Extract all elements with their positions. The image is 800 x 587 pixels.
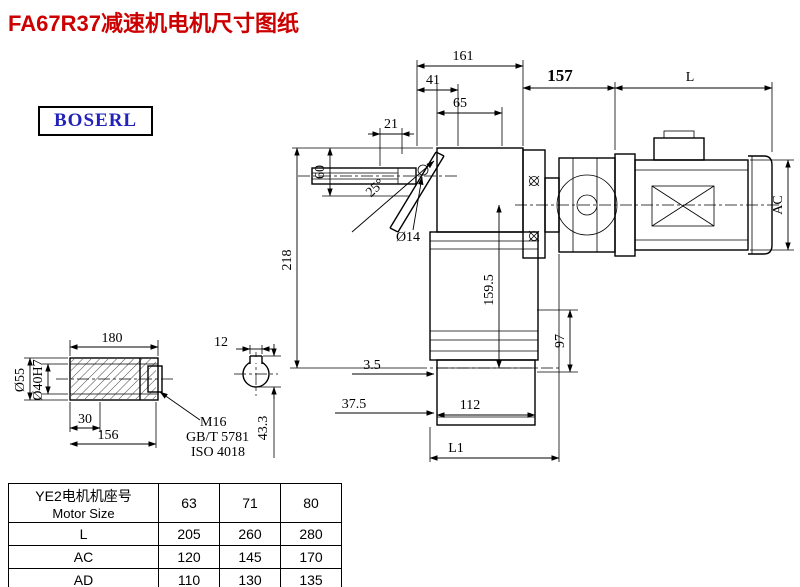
dim-41-label: 41 bbox=[426, 73, 440, 88]
dim-159-5-label: 159.5 bbox=[482, 274, 497, 306]
gearbox-housing bbox=[389, 147, 546, 426]
value-L-63: 205 bbox=[158, 522, 220, 546]
note-std2-label: ISO 4018 bbox=[191, 445, 245, 460]
dim-L1-label: L1 bbox=[448, 441, 464, 456]
dim-12-label: 12 bbox=[214, 335, 228, 350]
table-header-en: Motor Size bbox=[52, 505, 115, 521]
size-80: 80 bbox=[280, 483, 342, 523]
motor-nameplate bbox=[651, 185, 715, 227]
value-AC-63: 120 bbox=[158, 545, 220, 569]
dim-dia14-label: Ø14 bbox=[396, 230, 420, 245]
dim-97-label: 97 bbox=[553, 334, 568, 348]
value-AC-80: 170 bbox=[280, 545, 342, 569]
note-std1-label: GB/T 5781 bbox=[186, 430, 249, 445]
output-housing bbox=[436, 359, 536, 426]
value-AD-80: 135 bbox=[280, 568, 342, 587]
size-71: 71 bbox=[219, 483, 281, 523]
row-label-AC: AC bbox=[8, 545, 159, 569]
flange-bolt-symbol bbox=[528, 175, 540, 242]
row-label-AD: AD bbox=[8, 568, 159, 587]
value-AD-71: 130 bbox=[219, 568, 281, 587]
dimension-lines: 161 41 65 21 157 L 60 218 Ø14 25° AC bbox=[280, 49, 791, 461]
table-header-cell: YE2电机机座号 Motor Size bbox=[8, 483, 159, 523]
table-row-AC: AC 120 145 170 bbox=[8, 545, 342, 569]
shaft-section bbox=[69, 357, 159, 401]
value-L-71: 260 bbox=[219, 522, 281, 546]
dim-30-label: 30 bbox=[78, 412, 92, 427]
dim-dia55-label: Ø55 bbox=[13, 368, 28, 392]
dim-65-label: 65 bbox=[453, 96, 467, 111]
dim-angle-label: 25° bbox=[363, 176, 388, 200]
note-thread-label: M16 bbox=[200, 415, 226, 430]
table-row-AD: AD 110 130 135 bbox=[8, 568, 342, 587]
motor-flange-circle bbox=[556, 174, 618, 236]
brand-logo: BOSERL bbox=[38, 106, 154, 136]
dim-37-5-label: 37.5 bbox=[342, 397, 367, 412]
terminal-box bbox=[653, 137, 705, 161]
table-header-cn: YE2电机机座号 bbox=[35, 487, 132, 504]
dim-60-label: 60 bbox=[313, 165, 328, 179]
dim-112-label: 112 bbox=[460, 398, 480, 413]
motor-mount-flange bbox=[522, 149, 546, 259]
value-L-80: 280 bbox=[280, 522, 342, 546]
end-bolt bbox=[147, 365, 163, 393]
value-AD-63: 110 bbox=[158, 568, 220, 587]
flange-bolt-hole bbox=[417, 164, 429, 176]
page-title: FA67R37减速机电机尺寸图纸 bbox=[8, 11, 299, 36]
dim-161-label: 161 bbox=[453, 49, 474, 64]
center-lines bbox=[56, 175, 782, 396]
row-label-L: L bbox=[8, 522, 159, 546]
shaft-detail: 180 Ø55 Ø40H7 30 156 M16 GB/T 5781 ISO 4… bbox=[13, 331, 249, 460]
dim-157-label: 157 bbox=[547, 66, 573, 85]
table-header-row: YE2电机机座号 Motor Size 63 71 80 bbox=[8, 483, 342, 523]
dim-AC-label: AC bbox=[771, 195, 786, 214]
dim-L-label: L bbox=[686, 70, 695, 85]
value-AC-71: 145 bbox=[219, 545, 281, 569]
dim-3-5-label: 3.5 bbox=[363, 358, 381, 373]
table-row-L: L 205 260 280 bbox=[8, 522, 342, 546]
motor-size-table: YE2电机机座号 Motor Size 63 71 80 L 205 260 2… bbox=[8, 483, 342, 587]
motor-assembly bbox=[544, 130, 773, 257]
dim-218-label: 218 bbox=[280, 250, 295, 271]
dim-21-label: 21 bbox=[384, 117, 398, 132]
dim-43-3-label: 43.3 bbox=[256, 416, 271, 441]
size-63: 63 bbox=[158, 483, 220, 523]
dim-dia40-label: Ø40H7 bbox=[31, 359, 46, 400]
terminal-box-lid bbox=[663, 130, 695, 139]
dim-180-label: 180 bbox=[102, 331, 123, 346]
dim-156-label: 156 bbox=[98, 428, 119, 443]
fan-cover bbox=[748, 155, 773, 255]
shaft-end-view: 12 43.3 bbox=[214, 335, 281, 458]
extension-lines bbox=[290, 60, 794, 462]
